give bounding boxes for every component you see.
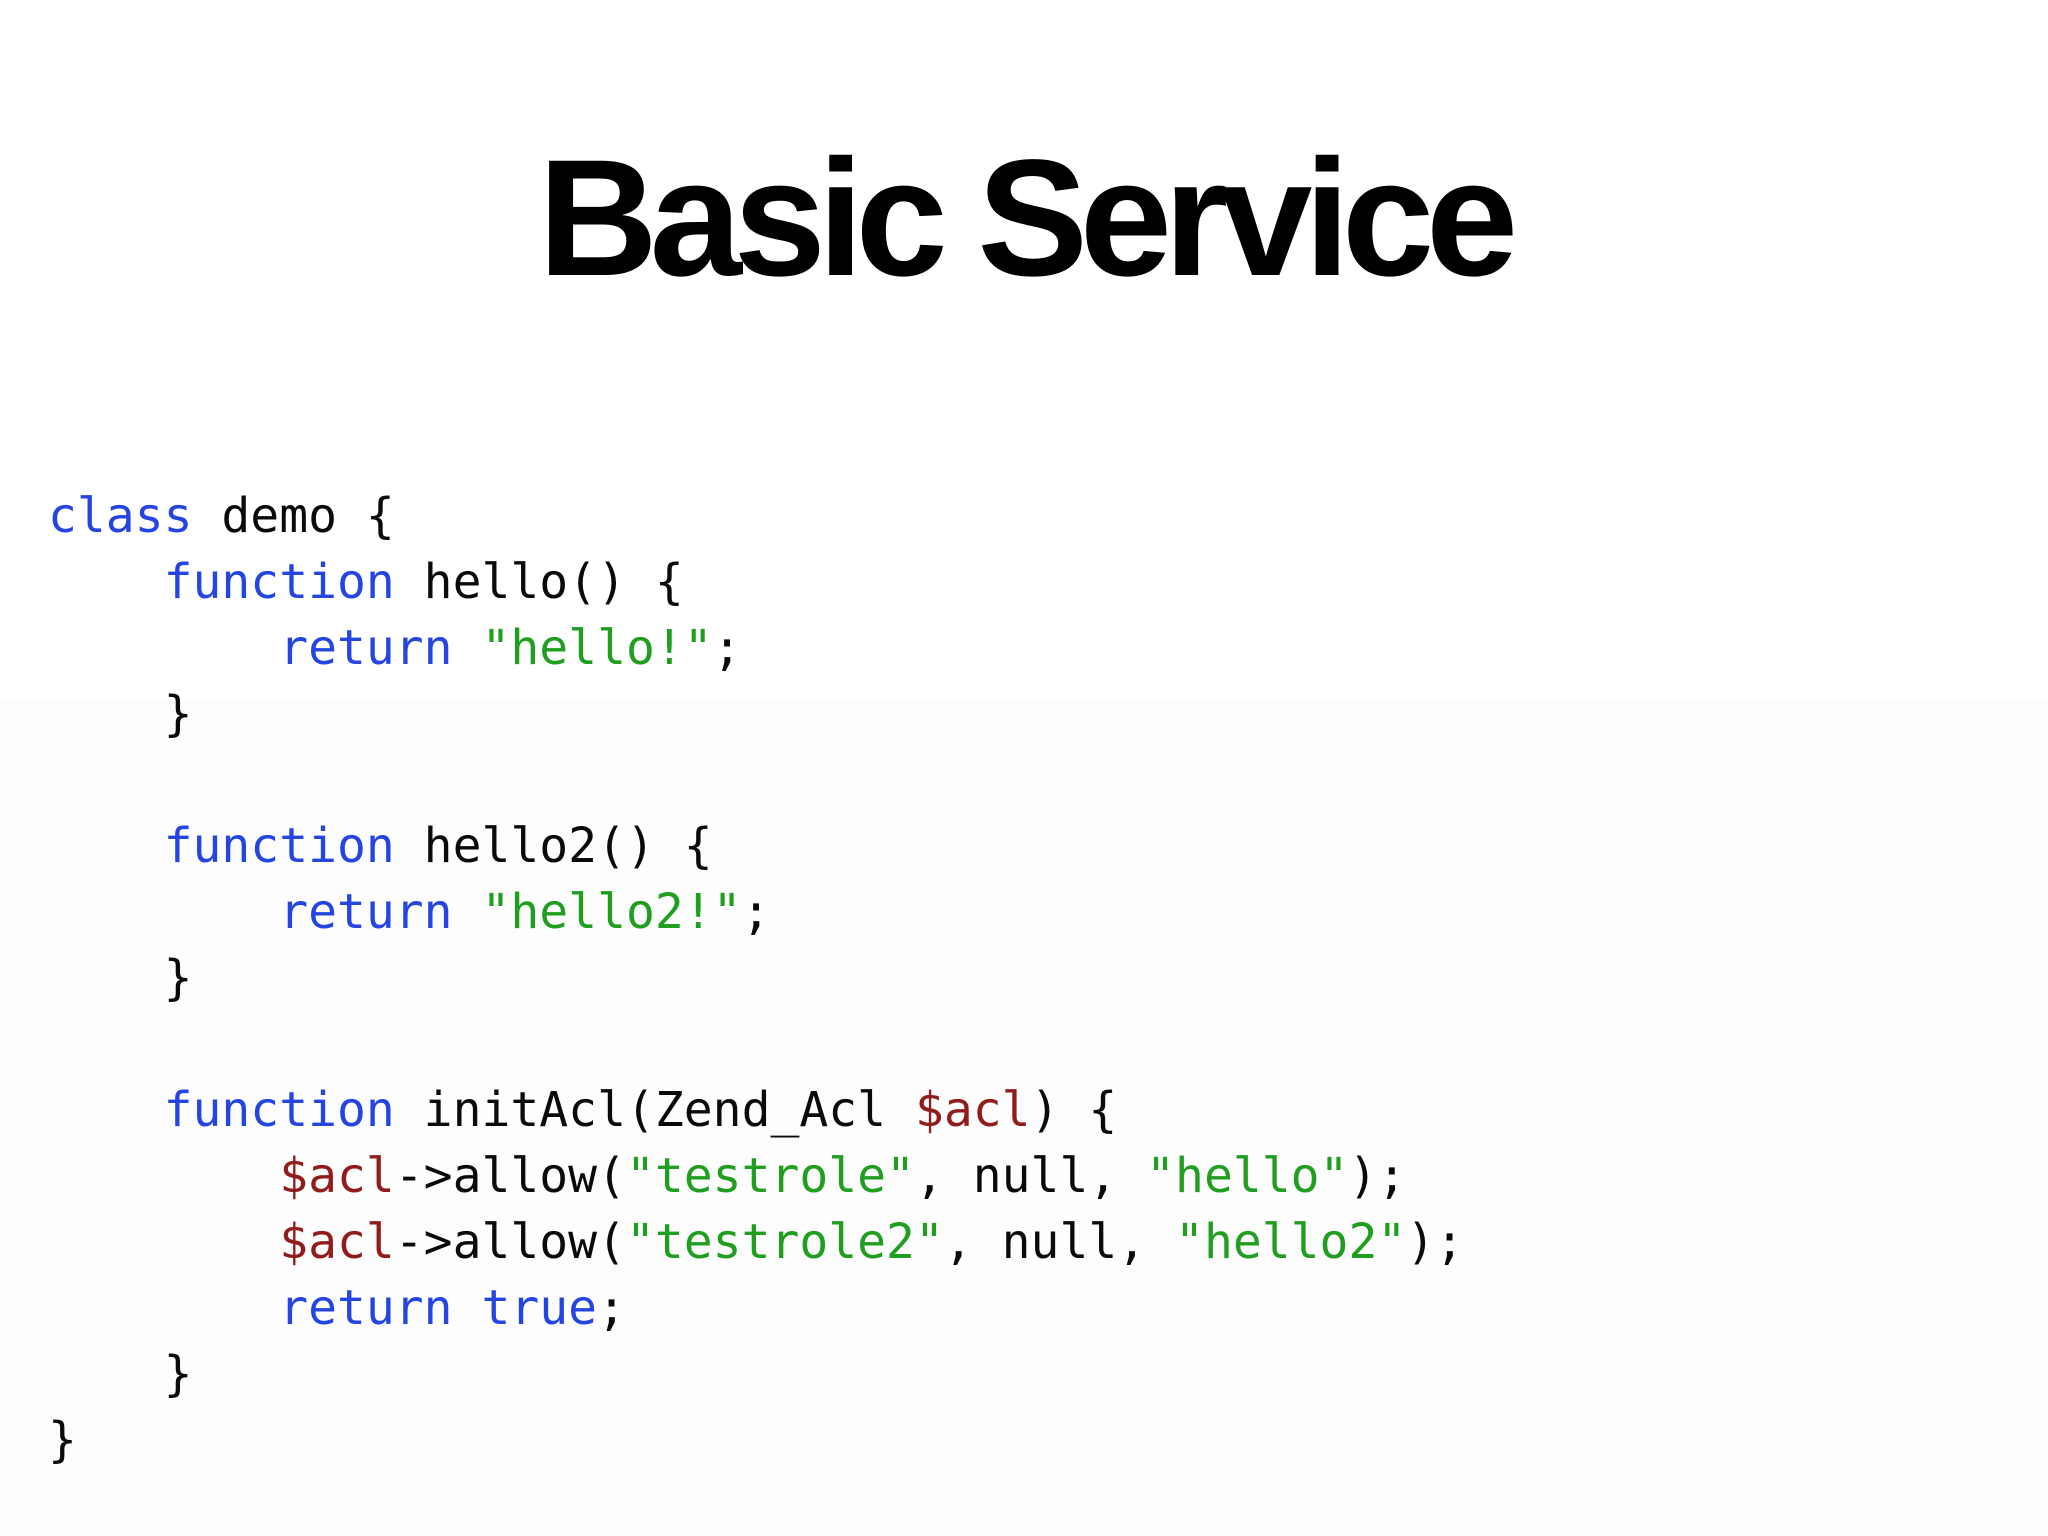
code-token-string: "hello2" (1175, 1214, 1407, 1270)
code-token-plain: ); (1348, 1148, 1407, 1204)
code-token-plain: initAcl(Zend_Acl (394, 1082, 915, 1138)
code-token-plain: } (48, 1412, 77, 1468)
code-token-keyword: function (163, 554, 395, 610)
code-token-plain: , null, (943, 1214, 1176, 1270)
code-token-string: "hello2!" (481, 884, 742, 940)
code-token-string: "testrole" (625, 1148, 915, 1204)
code-token-variable: $acl (279, 1148, 395, 1204)
code-token-plain (48, 884, 279, 940)
code-token-plain: hello() { (394, 554, 684, 610)
code-token-plain (48, 554, 164, 610)
code-token-plain: ; (712, 620, 742, 676)
code-token-plain: ; (597, 1280, 626, 1336)
code-token-plain: } (48, 950, 193, 1006)
code-token-string: "testrole2" (625, 1214, 944, 1270)
code-token-plain: hello2() { (394, 818, 713, 874)
code-token-variable: $acl (914, 1082, 1031, 1138)
code-token-plain (48, 1214, 279, 1270)
code-token-keyword: return (279, 620, 453, 676)
code-token-plain (48, 620, 279, 676)
code-token-plain (453, 884, 482, 940)
code-token-plain: } (48, 1346, 193, 1402)
code-token-plain (48, 1280, 279, 1336)
code-token-string: "hello!" (481, 620, 713, 676)
code-token-plain (453, 1280, 482, 1336)
code-token-plain: demo { (192, 488, 395, 544)
code-token-plain: ->allow( (394, 1148, 626, 1204)
code-token-plain (48, 818, 164, 874)
code-token-keyword: function (163, 1082, 395, 1138)
code-block: class demo { function hello() { return "… (48, 483, 1464, 1473)
code-token-keyword: return (279, 884, 453, 940)
code-token-plain: ->allow( (394, 1214, 626, 1270)
code-token-plain: , null, (914, 1148, 1147, 1204)
code-token-plain (48, 1148, 279, 1204)
code-token-plain: ; (741, 884, 771, 940)
code-token-plain: ); (1406, 1214, 1465, 1270)
code-token-plain: } (48, 686, 193, 742)
code-token-plain (453, 620, 482, 676)
code-token-keyword: true (481, 1280, 598, 1336)
code-token-plain (48, 1082, 164, 1138)
code-token-keyword: function (163, 818, 395, 874)
code-token-keyword: return (279, 1280, 453, 1336)
code-token-keyword: class (48, 488, 193, 544)
code-token-plain: ) { (1030, 1082, 1118, 1138)
code-token-variable: $acl (279, 1214, 395, 1270)
slide-title: Basic Service (538, 126, 1518, 311)
code-token-string: "hello" (1146, 1148, 1349, 1204)
